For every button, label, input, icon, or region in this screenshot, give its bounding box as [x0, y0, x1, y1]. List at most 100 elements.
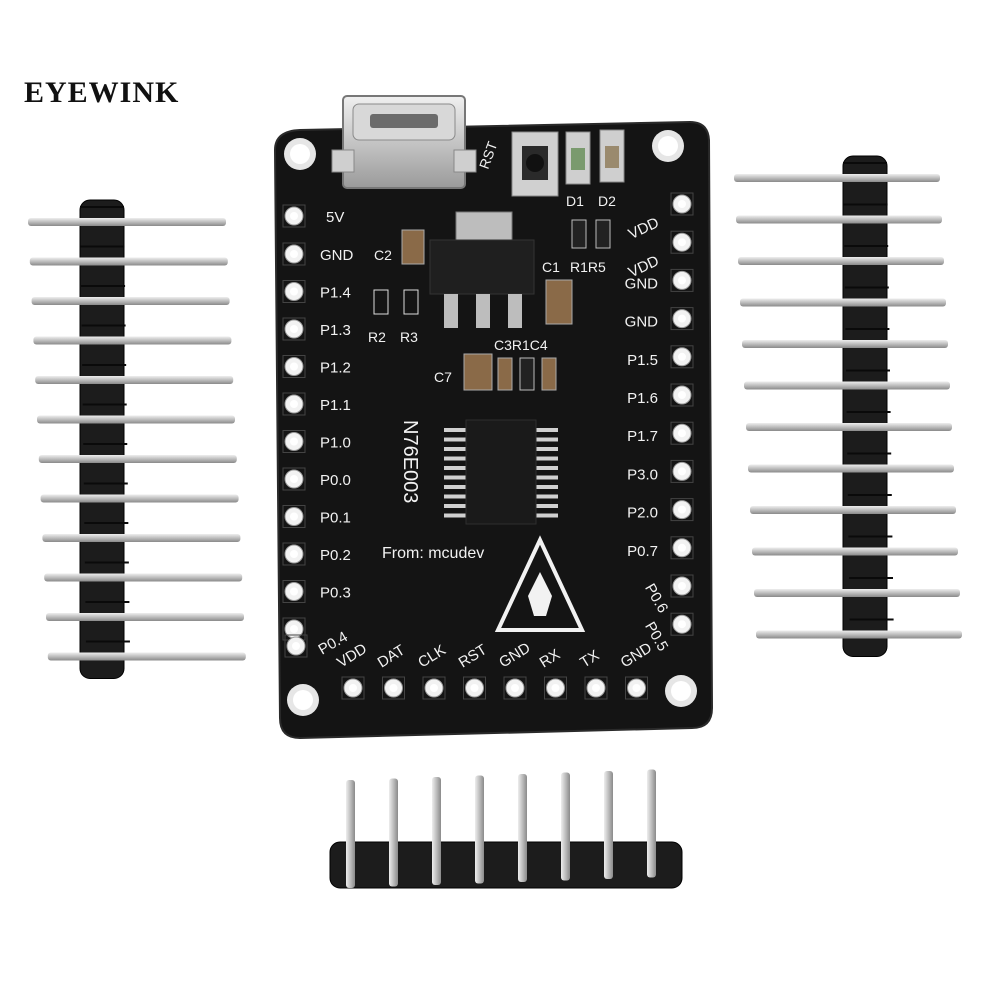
label-5v: 5V: [326, 209, 344, 226]
label-d2: D2: [598, 193, 616, 209]
pin-pad-outline: [670, 345, 694, 369]
pin-hole: [349, 684, 357, 692]
label-c1: C1: [542, 259, 560, 275]
header-pin: [518, 774, 527, 882]
pin-pad-outline: [282, 542, 306, 566]
chip-leg: [444, 494, 468, 499]
header-pin: [40, 494, 239, 503]
pin-hole: [290, 475, 298, 483]
resistor-c3r1c4: [497, 357, 557, 391]
left-pin-row: GNDP1.4P1.3P1.2P1.1P1.0P0.0P0.1P0.2P0.3P…: [282, 204, 354, 658]
pin-hole: [290, 250, 298, 258]
header-divider: [849, 618, 894, 621]
chip-leg: [534, 437, 558, 442]
header-pin: [738, 257, 944, 265]
header-pin: [28, 218, 226, 226]
pin-hole: [678, 582, 686, 590]
capacitor-c1: [545, 279, 573, 325]
chip-label: N76E003: [399, 420, 421, 503]
pin-label: P1.1: [320, 397, 351, 414]
header-pin: [47, 652, 246, 661]
header-divider: [80, 206, 124, 208]
led-d1: [565, 131, 591, 185]
pin-pad-outline: [382, 676, 405, 700]
pin-hole: [290, 400, 298, 408]
chip-leg: [534, 513, 558, 518]
label-c7: C7: [434, 369, 452, 385]
pin-pad-outline: [670, 574, 694, 598]
voltage-regulator: [429, 211, 535, 328]
chip-leg: [534, 456, 558, 461]
header-plastic: [329, 841, 683, 889]
pin-pad-outline: [282, 430, 306, 453]
pin-label: P1.7: [627, 428, 658, 445]
label-c2: C2: [374, 247, 392, 263]
chip-leg: [444, 456, 468, 461]
pin-pad-outline: [282, 355, 306, 378]
pin-pad-outline: [282, 204, 306, 228]
pin-hole: [632, 684, 641, 692]
pin-pad-outline: [282, 280, 306, 303]
micro-usb-connector: [331, 95, 477, 189]
chip-leg: [534, 494, 558, 499]
pin-label: P1.5: [627, 352, 658, 369]
header-pin: [31, 297, 230, 305]
pin-pad-outline: [670, 383, 694, 407]
header-pin: [432, 777, 441, 885]
capacitor-c7: [463, 353, 493, 391]
header-pin: [561, 772, 570, 881]
pin-header-right: [734, 155, 962, 657]
header-pin: [744, 381, 950, 390]
pin-label: P1.4: [320, 285, 351, 302]
capacitor-c2: [401, 229, 425, 265]
chip-leg: [534, 485, 558, 489]
pin-pad-outline: [670, 192, 694, 216]
chip-leg: [534, 475, 558, 480]
header-divider: [845, 328, 890, 330]
header-divider: [85, 601, 130, 603]
pin-hole: [290, 587, 298, 596]
pin-header-left: [28, 199, 246, 679]
pin-label: P0.0: [320, 472, 351, 489]
label-r3: R3: [400, 329, 418, 345]
pin-pad-outline: [670, 459, 694, 483]
header-pin: [33, 336, 232, 345]
pin-pad-outline: [503, 676, 527, 700]
chip-legs: [444, 428, 558, 518]
header-pin: [742, 340, 948, 348]
chip-leg: [444, 513, 468, 518]
chip-leg: [444, 475, 468, 480]
esd-warning-icon: [494, 535, 586, 632]
header-pin: [756, 630, 962, 639]
pin-pad-outline: [670, 230, 694, 254]
label-r1r5: R1R5: [570, 259, 606, 275]
pin-hole: [678, 391, 686, 399]
pin-hole: [551, 684, 560, 692]
pin-pad-outline: [282, 467, 306, 491]
pin-hole: [292, 642, 300, 650]
pin-hole: [290, 512, 298, 521]
pin-pad-outline: [670, 498, 694, 522]
header-divider: [844, 286, 889, 289]
brand-logo: EYEWINK: [24, 76, 180, 109]
chip-leg: [534, 447, 558, 451]
pin-hole: [430, 684, 438, 692]
chip-leg: [444, 485, 468, 489]
header-divider: [82, 364, 127, 366]
pin-label: P2.0: [627, 505, 658, 522]
header-divider: [847, 452, 892, 455]
led-d2: [599, 129, 625, 183]
header-pin: [46, 613, 244, 621]
header-divider: [849, 577, 893, 579]
pin-label: P0.1: [320, 510, 351, 527]
header-pin: [604, 771, 613, 879]
pin-hole: [678, 238, 686, 247]
pin-hole: [678, 505, 686, 514]
mounting-hole: [665, 675, 697, 707]
header-pin: [38, 455, 237, 463]
header-pin: [389, 778, 398, 887]
header-pin: [748, 464, 954, 473]
header-divider: [85, 640, 130, 643]
pin-hole: [678, 429, 686, 438]
